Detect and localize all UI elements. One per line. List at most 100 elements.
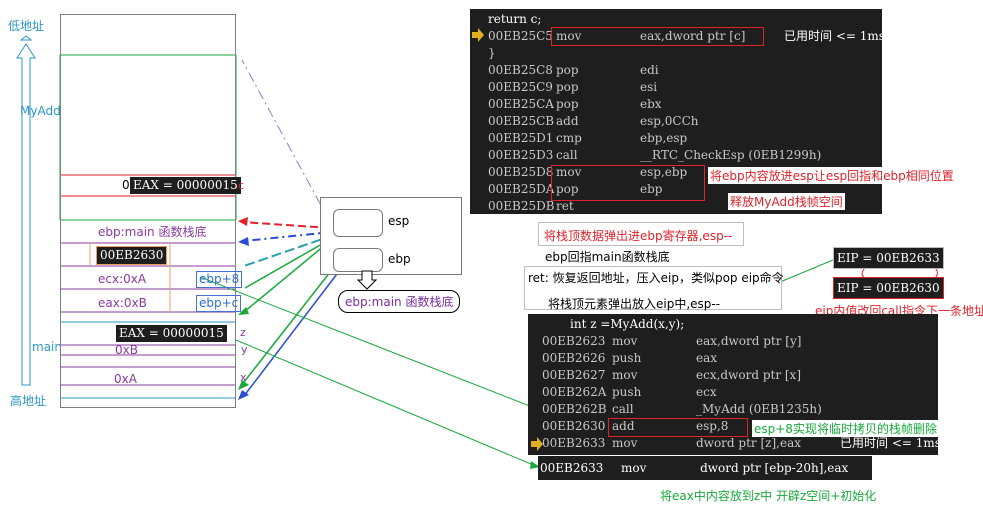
code-operands: eax,dword ptr [c] [640, 29, 746, 43]
code-opcode: pop [556, 97, 579, 111]
code-address: 00EB25CA [488, 97, 554, 111]
current-line-arrow-icon [471, 28, 485, 45]
main-label: main [32, 340, 62, 354]
eax-to-z-annotation: 将eax中内容放到z中 开辟z空间+初始化 [660, 489, 877, 503]
code-address: 00EB2627 [542, 368, 606, 382]
ebp-plus8-badge: ebp+8 [196, 271, 243, 288]
code-opcode: pop [556, 182, 579, 196]
code-address: 00EB25D8 [488, 165, 554, 179]
ebp-label: ebp [388, 252, 411, 266]
code-address: 00EB25D3 [488, 148, 554, 162]
code-opcode: mov [612, 436, 638, 450]
code-opcode: ret [556, 199, 574, 213]
code-operands: _MyAdd (0EB1235h) [696, 402, 822, 416]
code-address: 00EB25C5 [488, 29, 553, 43]
code-address: 00EB25CB [488, 114, 555, 128]
code-opcode: pop [556, 63, 579, 77]
code-address: 00EB25C9 [488, 80, 553, 94]
eax-myadd-text: EAX = 00000015 [133, 178, 238, 192]
code-address: 00EB25D1 [488, 131, 554, 145]
var-x-value: 0xA [114, 372, 137, 386]
code-operands: esp,8 [696, 419, 729, 433]
code-address: 00EB25DB [488, 199, 555, 213]
ret-annotation: ret: 恢复返回地址，压入eip，类似pop eip命令 [528, 271, 784, 285]
ebp-main-caption: ebp:main 函数栈底 [338, 290, 461, 313]
down-arrow-icon [356, 270, 378, 293]
disassembly-bottom: int z =MyAdd(x,y); 00EB2623 mov eax,dword … [528, 314, 941, 455]
code-operands: ebx [640, 97, 662, 111]
code-operands: esp,0CCh [640, 114, 699, 128]
code-operands: ebp,esp [640, 131, 688, 145]
code-address: 00EB262A [542, 385, 607, 399]
code-opcode: mov [612, 334, 638, 348]
code-opcode: call [612, 402, 634, 416]
ebp-register [333, 248, 383, 272]
esp8-note: esp+8实现将临时拷贝的栈帧删除 [752, 420, 939, 437]
ebp-to-esp-annotation: 将ebp内容放进esp让esp回指和ebp相同位置 [708, 167, 956, 184]
var-y-value: 0xB [115, 343, 138, 357]
code-opcode: mov [556, 165, 582, 179]
ebp-main-frame-label: ebp:main 函数栈底 [98, 225, 207, 239]
low-address-label: 低地址 [8, 19, 45, 33]
eax-zero: 0 [122, 178, 130, 192]
high-address-label: 高地址 [10, 394, 47, 408]
code-operands: ecx [696, 385, 717, 399]
pop-ebp-callout [538, 222, 744, 246]
code-opcode: cmp [556, 131, 582, 145]
return-address-cell: 00EB2630 [96, 246, 168, 265]
eax-myadd-value: EAX = 00000015 [130, 177, 241, 194]
disassembly-extra-line: 00EB2633 mov dword ptr [ebp-20h],eax [538, 456, 872, 480]
code-operands: ecx,dword ptr [x] [696, 368, 801, 382]
code-operands: esi [640, 80, 658, 94]
ebp-plusc-badge: ebp+c [196, 295, 242, 312]
eax-cell: eax:0xB [98, 296, 147, 310]
elapsed-time-note: 已用时间 <= 1ms [784, 29, 885, 43]
pop-eip-annotation: 将栈顶元素弹出放入eip中,esp-- [548, 297, 721, 311]
return-address-text: 00EB2630 [100, 248, 164, 262]
code-opcode: add [556, 114, 579, 128]
var-x-marker: x [240, 371, 247, 384]
esp-register [333, 209, 383, 237]
code-opcode: push [612, 351, 642, 365]
code-operands: esp,ebp [640, 165, 688, 179]
code-address: 00EB2626 [542, 351, 606, 365]
esp-label: esp [388, 214, 410, 228]
code-address: 00EB25DA [488, 182, 555, 196]
code-address: 00EB25C8 [488, 63, 553, 77]
var-y-marker: y [241, 343, 248, 356]
release-frame-annotation: 释放MyAdd栈帧空间 [728, 193, 845, 210]
code-opcode: pop [556, 80, 579, 94]
code-opcode: push [612, 385, 642, 399]
eax-main-value: EAX = 00000015 [116, 325, 227, 342]
code-operands: edi [640, 63, 659, 77]
pop-ebp-annotation: 将栈顶数据弹出进ebp寄存器,esp-- [544, 229, 733, 243]
eax-main-text: EAX = 00000015 [119, 326, 224, 340]
code-opcode: mov [612, 368, 638, 382]
call-header: int z =MyAdd(x,y); [570, 317, 685, 331]
elapsed-time-note: 已用时间 <= 1ms [840, 436, 941, 450]
code-operands: dword ptr [z],eax [696, 436, 801, 450]
code-address: } [488, 46, 496, 60]
code-operands: eax,dword ptr [y] [696, 334, 802, 348]
extra-op: mov [621, 461, 647, 475]
extra-args: dword ptr [ebp-20h],eax [700, 461, 849, 475]
code-opcode: call [556, 148, 578, 162]
code-operands: __RTC_CheckEsp (0EB1299h) [640, 148, 822, 162]
return-line: return c; [488, 12, 542, 26]
eip-before: EIP = 00EB2633 [833, 247, 944, 269]
ret-callout [524, 266, 782, 310]
code-operands: ebp [640, 182, 663, 196]
var-c-marker: c [238, 179, 245, 192]
ebp-back-annotation: ebp回指main函数栈底 [545, 250, 670, 264]
code-address: 00EB262B [542, 402, 607, 416]
current-line-arrow-icon-2 [530, 437, 544, 454]
code-operands: eax [696, 351, 718, 365]
code-address: 00EB2623 [542, 334, 606, 348]
highlight-mov-pop [551, 165, 705, 201]
stack-frame [60, 14, 236, 408]
highlight-add-esp8 [608, 418, 748, 437]
eip-after: EIP = 00EB2630 [833, 277, 944, 299]
code-opcode: mov [556, 29, 582, 43]
code-address: 00EB2630 [542, 419, 606, 433]
